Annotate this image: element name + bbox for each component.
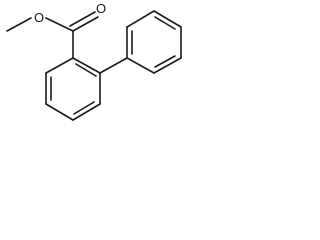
- structure-diagram: O O: [0, 0, 219, 155]
- ring2-inner-bond: [154, 16, 176, 30]
- bond-methyl-o: [6, 17, 32, 32]
- ring2-bond: [153, 57, 182, 74]
- molecule-drawing: O O: [6, 1, 182, 121]
- ring1-bond: [72, 103, 101, 121]
- carbonyl-oxygen-label: O: [96, 1, 106, 16]
- ring1-bond: [45, 57, 74, 74]
- ring2-bond: [126, 57, 155, 74]
- ring1-bond: [45, 103, 74, 121]
- bond-carbonyl-double-a: [72, 16, 99, 32]
- ring2-bond: [126, 10, 155, 28]
- bond-carbonyl-double-b: [69, 11, 96, 27]
- bond-biaryl: [99, 57, 128, 74]
- ester-oxygen-label: O: [34, 10, 44, 25]
- ring1-inner-bond: [75, 63, 97, 77]
- bond-o-carbonyl: [45, 17, 74, 32]
- ring2-inner-bond: [154, 55, 176, 68]
- ring2-bond: [153, 10, 182, 28]
- ring1-bond: [72, 57, 101, 74]
- ring1-inner-bond: [73, 101, 95, 115]
